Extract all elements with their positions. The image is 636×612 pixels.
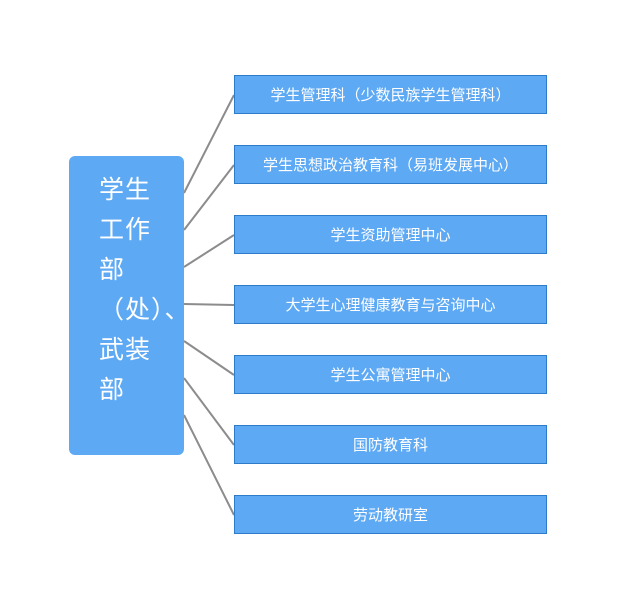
connector-line-0: [183, 94, 235, 194]
child-node-financial-aid-center: 学生资助管理中心: [234, 215, 547, 254]
connector-line-6: [183, 414, 235, 516]
child-node-dormitory-center: 学生公寓管理中心: [234, 355, 547, 394]
child-node-mental-health-center: 大学生心理健康教育与咨询中心: [234, 285, 547, 324]
child-node-labor-teaching: 劳动教研室: [234, 495, 547, 534]
root-node-student-affairs: 学生工作部（处）、武装部: [69, 156, 190, 455]
connector-line-1: [183, 164, 235, 231]
connector-line-4: [183, 340, 235, 376]
child-node-student-management: 学生管理科（少数民族学生管理科）: [234, 75, 547, 114]
child-node-ideological-education: 学生思想政治教育科（易班发展中心）: [234, 145, 547, 184]
child-node-defense-education: 国防教育科: [234, 425, 547, 464]
connector-line-3: [183, 303, 235, 306]
connector-line-5: [183, 377, 235, 446]
connector-line-2: [183, 234, 235, 268]
